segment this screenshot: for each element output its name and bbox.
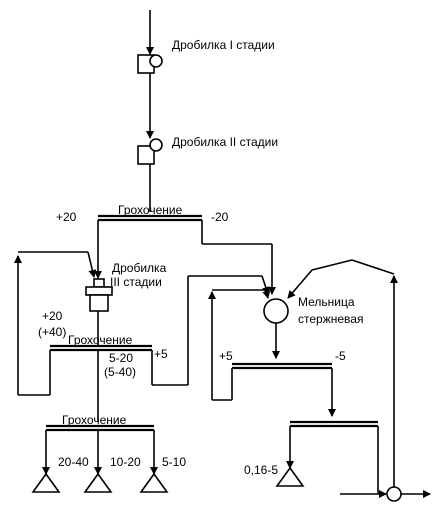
- mill-label-1: Мельница: [298, 295, 355, 309]
- collector-node: [386, 486, 402, 502]
- crusher3-middle: [85, 286, 113, 296]
- screen1-label: Грохочение: [118, 203, 183, 217]
- crusher1-label: Дробилка I стадии: [172, 38, 275, 52]
- stockpile-20-40: [31, 472, 61, 493]
- plus5a-label: +5: [154, 347, 168, 361]
- plus20-label: +20: [56, 210, 77, 224]
- prod-10-20-label: 10-20: [110, 455, 141, 469]
- rod-mill: [263, 298, 289, 324]
- crusher1-circle: [149, 54, 163, 68]
- prod-5-10-label: 5-10: [162, 455, 186, 469]
- recycle-mid-in: [262, 289, 271, 299]
- crusher2-circle: [149, 138, 163, 152]
- plus5b-label: +5: [219, 349, 233, 363]
- recycle-right-top-2: [311, 259, 353, 271]
- minus5-label: -5: [335, 349, 346, 363]
- mill-label-2: стержневая: [298, 312, 363, 326]
- recycle-right-top-1: [351, 259, 395, 275]
- prod-20-40-label: 20-40: [58, 455, 89, 469]
- crusher2-label: Дробилка II стадии: [172, 135, 278, 149]
- screen2-label: Грохочение: [68, 333, 133, 347]
- crusher3-label-2: III стадии: [110, 275, 162, 289]
- minus20-label: -20: [211, 210, 229, 224]
- stockpile-016-5: [275, 466, 305, 487]
- crusher3-label-1: Дробилка: [112, 261, 167, 275]
- recycle-right-in: [287, 269, 313, 299]
- plus20b-label: +20: [42, 309, 63, 323]
- size-5-20-label: 5-20: [109, 351, 133, 365]
- stockpile-10-20: [83, 472, 113, 493]
- crusher3-top: [93, 278, 105, 288]
- stockpile-5-10: [139, 472, 169, 493]
- recycle-left-in: [87, 251, 97, 278]
- crusher3-body: [89, 294, 109, 312]
- crusher2-square: [137, 145, 155, 165]
- screen3-label: Грохочение: [62, 413, 127, 427]
- size-5-40-label: (5-40): [104, 365, 136, 379]
- prod-016-5-label: 0,16-5: [244, 463, 278, 477]
- plus40-label: (+40): [38, 325, 66, 339]
